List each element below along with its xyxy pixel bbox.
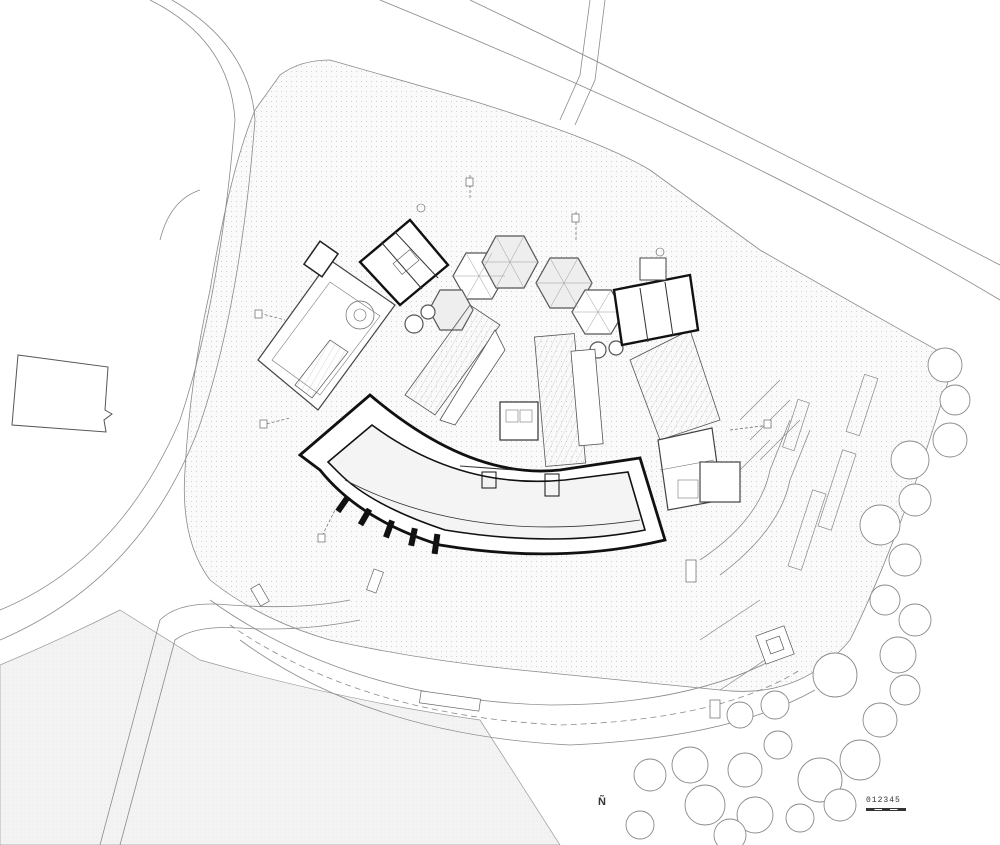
north-arrow: Ñ	[598, 796, 606, 808]
greenhouse-rows	[404, 304, 721, 467]
scale-label: 012345	[866, 796, 901, 805]
nw-service-block	[358, 203, 450, 307]
scale-bar-graphic	[866, 808, 906, 811]
west-hall	[257, 240, 396, 411]
lower-field	[0, 609, 561, 845]
scale-bar: 012345	[866, 796, 908, 816]
neighbor-building	[11, 354, 113, 433]
central-kiosk	[499, 401, 539, 441]
section-markers	[254, 175, 772, 543]
ne-service-block	[612, 247, 700, 347]
main-curved-building	[297, 393, 667, 556]
trees	[625, 347, 971, 845]
vehicles	[250, 559, 721, 719]
east-annex	[657, 427, 741, 511]
parking	[699, 373, 879, 691]
